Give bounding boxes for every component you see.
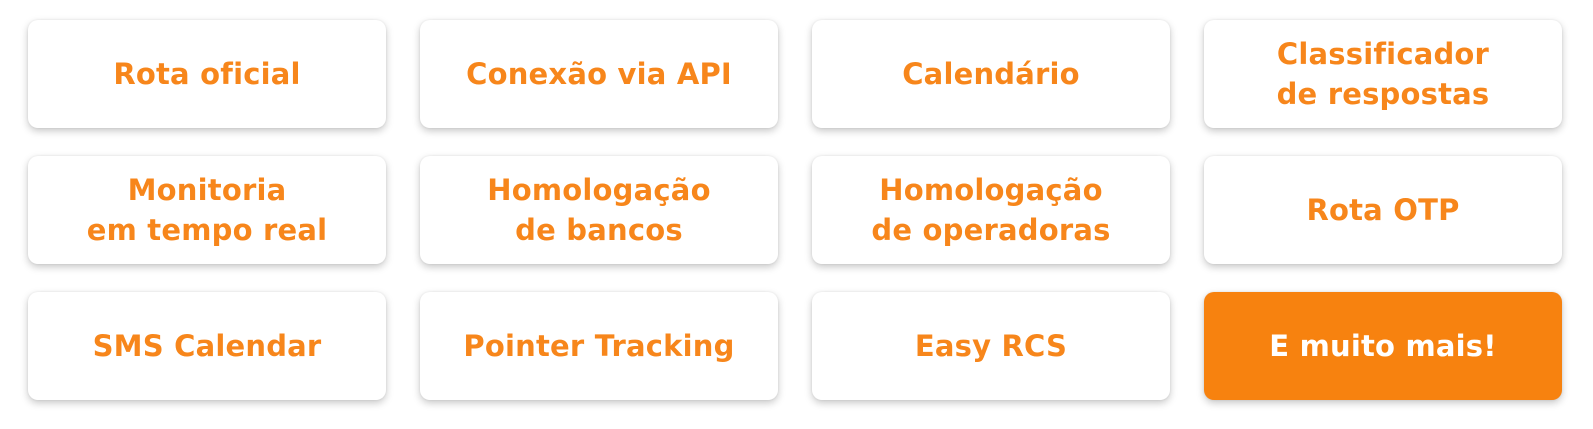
feature-label: Monitoria em tempo real	[86, 173, 328, 247]
feature-card-monitoria-em-tempo-real: Monitoria em tempo real	[28, 156, 386, 264]
feature-card-homologacao-de-operadoras: Homologação de operadoras	[812, 156, 1170, 264]
feature-label: Rota oficial	[113, 57, 301, 91]
feature-label: Homologação de operadoras	[871, 173, 1111, 247]
feature-card-pointer-tracking: Pointer Tracking	[420, 292, 778, 400]
feature-label: Homologação de bancos	[487, 173, 711, 247]
feature-label: Conexão via API	[466, 57, 732, 91]
feature-label: E muito mais!	[1269, 329, 1497, 363]
feature-label: Calendário	[902, 57, 1080, 91]
feature-card-rota-oficial: Rota oficial	[28, 20, 386, 128]
feature-card-conexao-via-api: Conexão via API	[420, 20, 778, 128]
feature-card-homologacao-de-bancos: Homologação de bancos	[420, 156, 778, 264]
feature-label: Pointer Tracking	[463, 329, 735, 363]
feature-card-easy-rcs: Easy RCS	[812, 292, 1170, 400]
feature-card-e-muito-mais[interactable]: E muito mais!	[1204, 292, 1562, 400]
feature-grid: Rota oficial Conexão via API Calendário …	[28, 20, 1563, 400]
feature-label: SMS Calendar	[92, 329, 322, 363]
feature-label: Classificador de respostas	[1276, 37, 1490, 111]
feature-card-classificador-de-respostas: Classificador de respostas	[1204, 20, 1562, 128]
feature-card-sms-calendar: SMS Calendar	[28, 292, 386, 400]
feature-card-rota-otp: Rota OTP	[1204, 156, 1562, 264]
feature-label: Rota OTP	[1306, 193, 1460, 227]
feature-label: Easy RCS	[914, 329, 1068, 363]
feature-card-calendario: Calendário	[812, 20, 1170, 128]
